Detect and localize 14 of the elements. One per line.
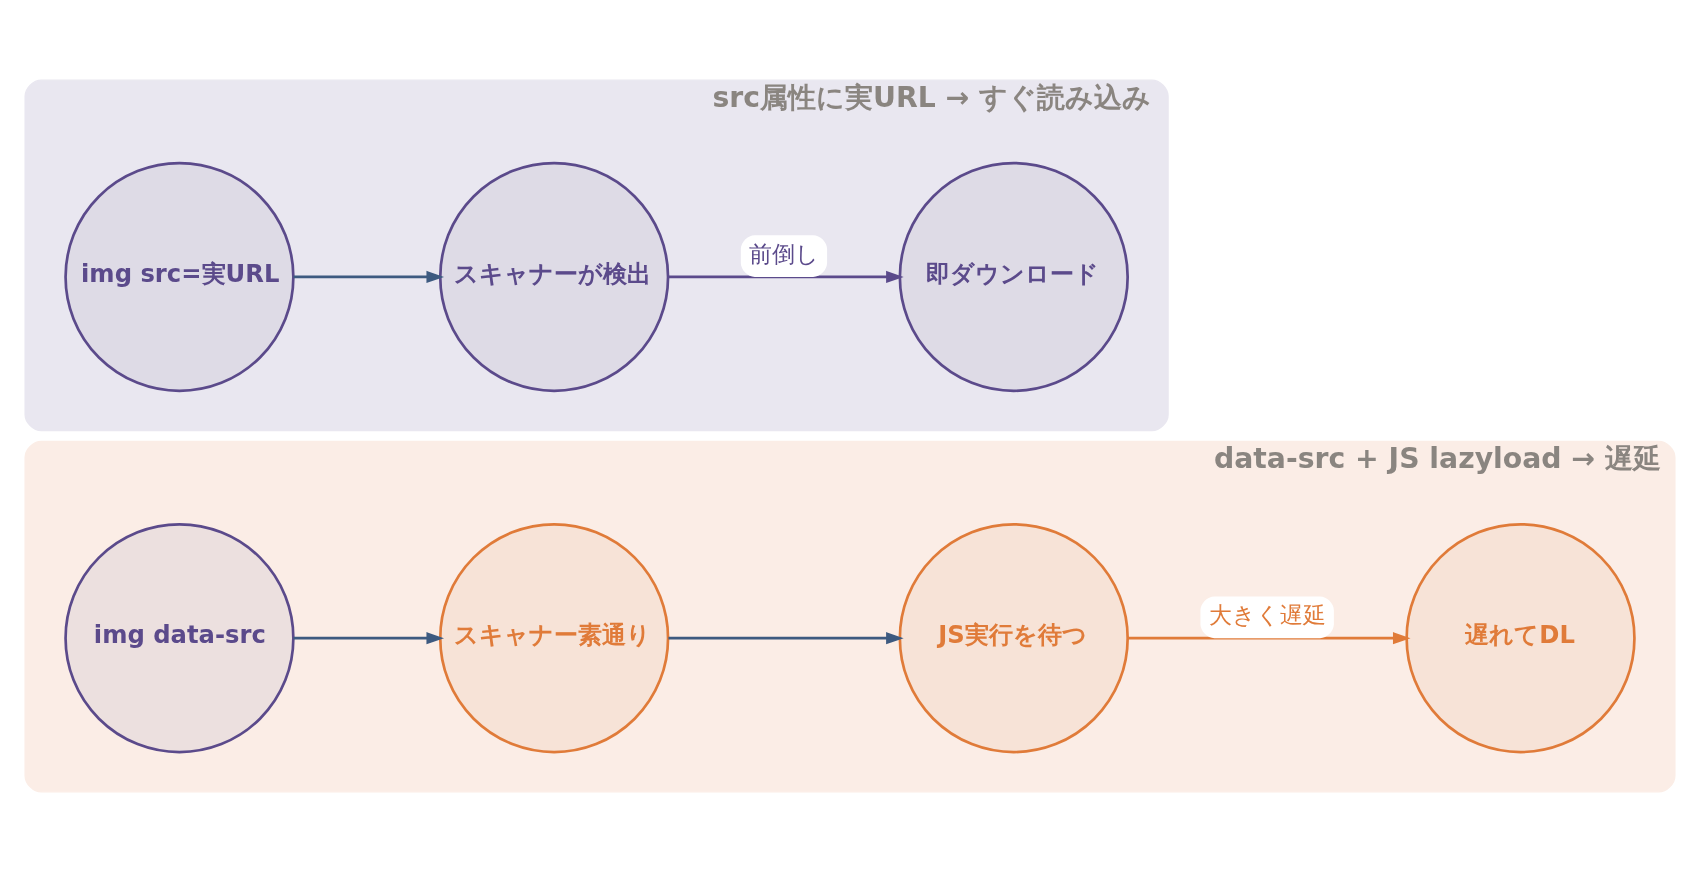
node-circle: img src=実URL: [64, 161, 295, 392]
node-circle: スキャナーが検出: [438, 161, 670, 392]
node-circle: img data-src: [64, 522, 295, 753]
arrow: [293, 631, 444, 644]
arrow: [668, 270, 904, 283]
edge-label: 前倒し: [748, 240, 819, 267]
arrow: [1128, 631, 1411, 644]
node-circle: スキャナー素通り: [438, 522, 670, 753]
arrow: [293, 270, 444, 283]
node-circle: 即ダウンロード: [898, 161, 1129, 392]
node-circle: 遅れてDL: [1405, 522, 1636, 753]
node-circle: JS実行を待つ: [898, 522, 1129, 753]
edge-label: 大きく遅延: [1209, 601, 1327, 628]
arrow: [668, 631, 904, 644]
